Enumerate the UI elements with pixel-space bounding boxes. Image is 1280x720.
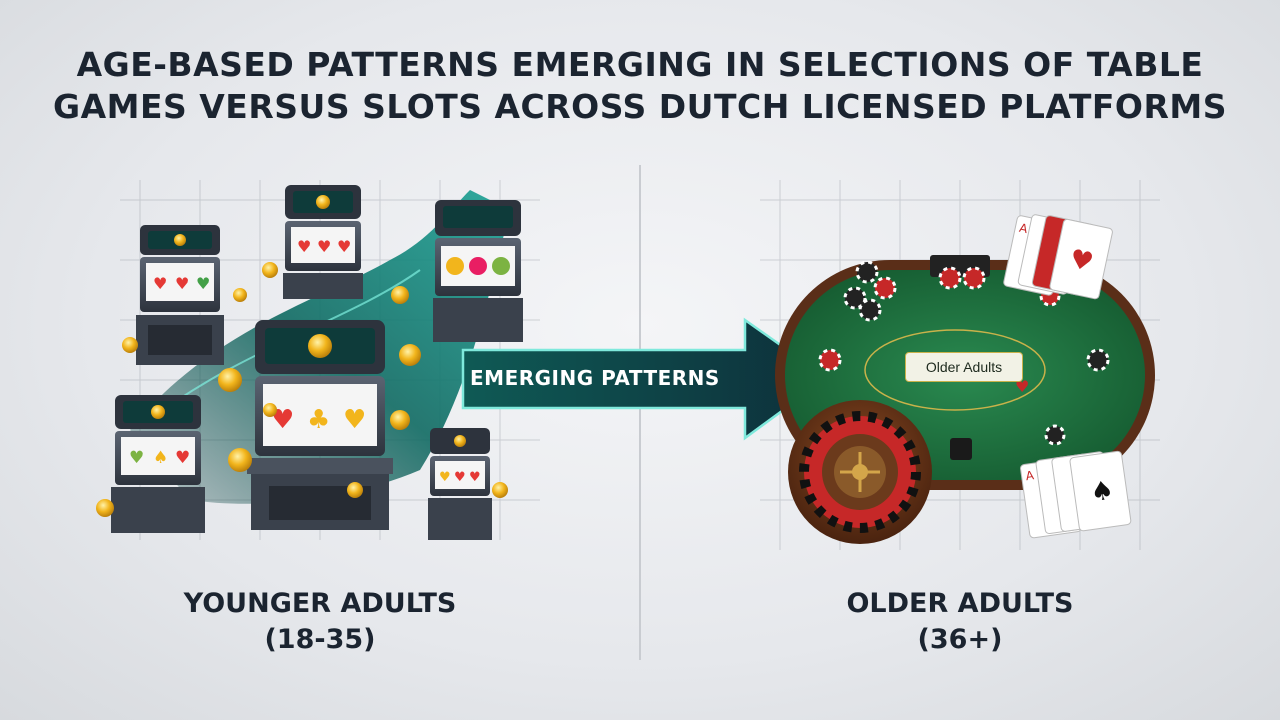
svg-text:♣: ♣	[307, 405, 330, 435]
roulette-wheel-icon	[788, 400, 932, 544]
svg-text:♥: ♥	[469, 470, 481, 485]
svg-text:A: A	[1025, 468, 1036, 483]
svg-text:♥: ♥	[439, 470, 451, 485]
svg-text:♥: ♥	[297, 237, 311, 256]
playing-cards-icon: ♠ A	[1020, 450, 1132, 539]
younger-adults-caption: YOUNGER ADULTS (18-35)	[160, 586, 480, 658]
svg-text:♥: ♥	[153, 274, 167, 293]
center-divider	[639, 165, 641, 660]
title-line-2: GAMES VERSUS SLOTS ACROSS DUTCH LICENSED…	[53, 87, 1227, 126]
svg-text:♠: ♠	[153, 448, 168, 468]
svg-text:♥: ♥	[317, 237, 331, 256]
svg-text:A: A	[1018, 221, 1030, 237]
slot-machine-icon: ♥ ♥ ♥	[428, 428, 492, 540]
coin-icon	[96, 262, 508, 517]
older-adults-label: OLDER ADULTS	[846, 588, 1074, 619]
svg-text:♥: ♥	[337, 237, 351, 256]
svg-text:♥: ♥	[343, 405, 366, 435]
younger-adults-label: YOUNGER ADULTS	[183, 588, 457, 619]
playing-cards-icon: ♥ A	[1003, 214, 1113, 300]
title-line-1: AGE-BASED PATTERNS EMERGING IN SELECTION…	[76, 45, 1204, 84]
svg-text:♥: ♥	[175, 274, 189, 293]
svg-text:♥: ♥	[454, 470, 466, 485]
table-label: Older Adults	[905, 352, 1023, 382]
slots-illustration: ♥ ♥ ♥ ♥ ♥ ♥ ♥ ♣ ♥	[96, 185, 523, 540]
older-adults-age: (36+)	[917, 624, 1003, 655]
svg-text:♥: ♥	[196, 274, 210, 293]
svg-text:♥: ♥	[129, 448, 144, 468]
slot-machine-icon: ♥ ♥ ♥	[283, 185, 363, 299]
svg-text:♠: ♠	[1089, 475, 1116, 508]
page-title: AGE-BASED PATTERNS EMERGING IN SELECTION…	[0, 44, 1280, 128]
slot-machine-icon: ♥ ♥ ♥	[136, 225, 224, 365]
arrow-label: EMERGING PATTERNS	[470, 366, 720, 390]
slot-machine-icon: ♥ ♣ ♥	[247, 320, 393, 530]
younger-adults-age: (18-35)	[264, 624, 376, 655]
older-adults-caption: OLDER ADULTS (36+)	[800, 586, 1120, 658]
slot-machine-icon	[433, 200, 523, 342]
svg-text:♥: ♥	[271, 405, 294, 435]
svg-text:♥: ♥	[175, 448, 190, 468]
slot-machine-icon: ♥ ♠ ♥	[111, 395, 205, 533]
